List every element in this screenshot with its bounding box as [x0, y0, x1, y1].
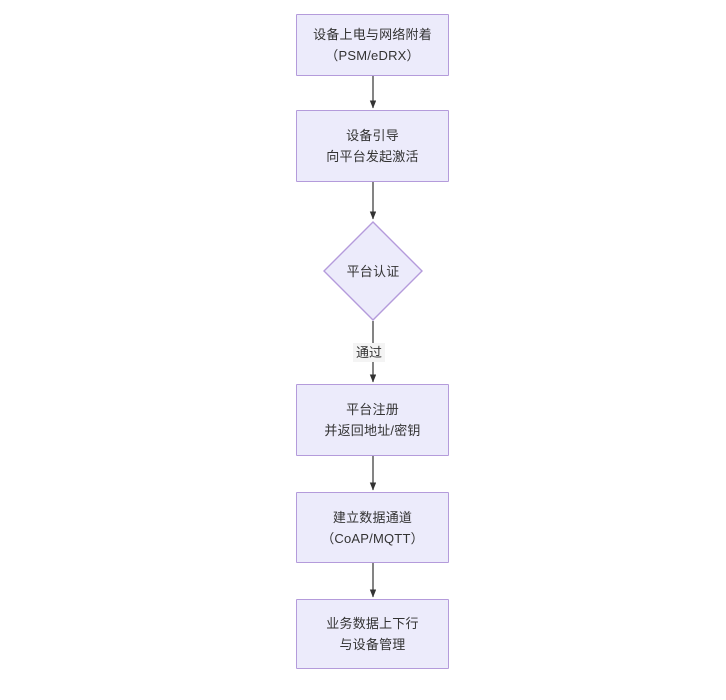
- flow-node-bootstrap-line-1: 设备引导: [346, 128, 399, 143]
- flow-node-channel[interactable]: 建立数据通道 （CoAP/MQTT）: [296, 492, 449, 563]
- flow-node-auth[interactable]: 平台认证: [323, 221, 423, 321]
- flow-node-bootstrap[interactable]: 设备引导 向平台发起激活: [296, 110, 449, 182]
- flow-node-power-on-line-2: （PSM/eDRX）: [325, 48, 420, 63]
- flow-node-register-line-1: 平台注册: [346, 402, 399, 417]
- flow-node-data-exchange-line-2: 与设备管理: [339, 637, 406, 652]
- edge-label-pass: 通过: [353, 343, 386, 362]
- flow-node-data-exchange-line-1: 业务数据上下行: [326, 616, 419, 631]
- flow-node-bootstrap-line-2: 向平台发起激活: [326, 149, 419, 164]
- flow-node-power-on[interactable]: 设备上电与网络附着 （PSM/eDRX）: [296, 14, 449, 76]
- flow-node-register-line-2: 并返回地址/密钥: [324, 423, 421, 438]
- flow-node-power-on-line-1: 设备上电与网络附着: [313, 27, 432, 42]
- flow-node-channel-line-1: 建立数据通道: [332, 509, 413, 525]
- flow-node-register[interactable]: 平台注册 并返回地址/密钥: [296, 384, 449, 456]
- flow-node-data-exchange[interactable]: 业务数据上下行 与设备管理: [296, 599, 449, 669]
- flow-node-auth-line-1: 平台认证: [346, 263, 400, 279]
- flow-node-channel-line-2: （CoAP/MQTT）: [321, 530, 424, 546]
